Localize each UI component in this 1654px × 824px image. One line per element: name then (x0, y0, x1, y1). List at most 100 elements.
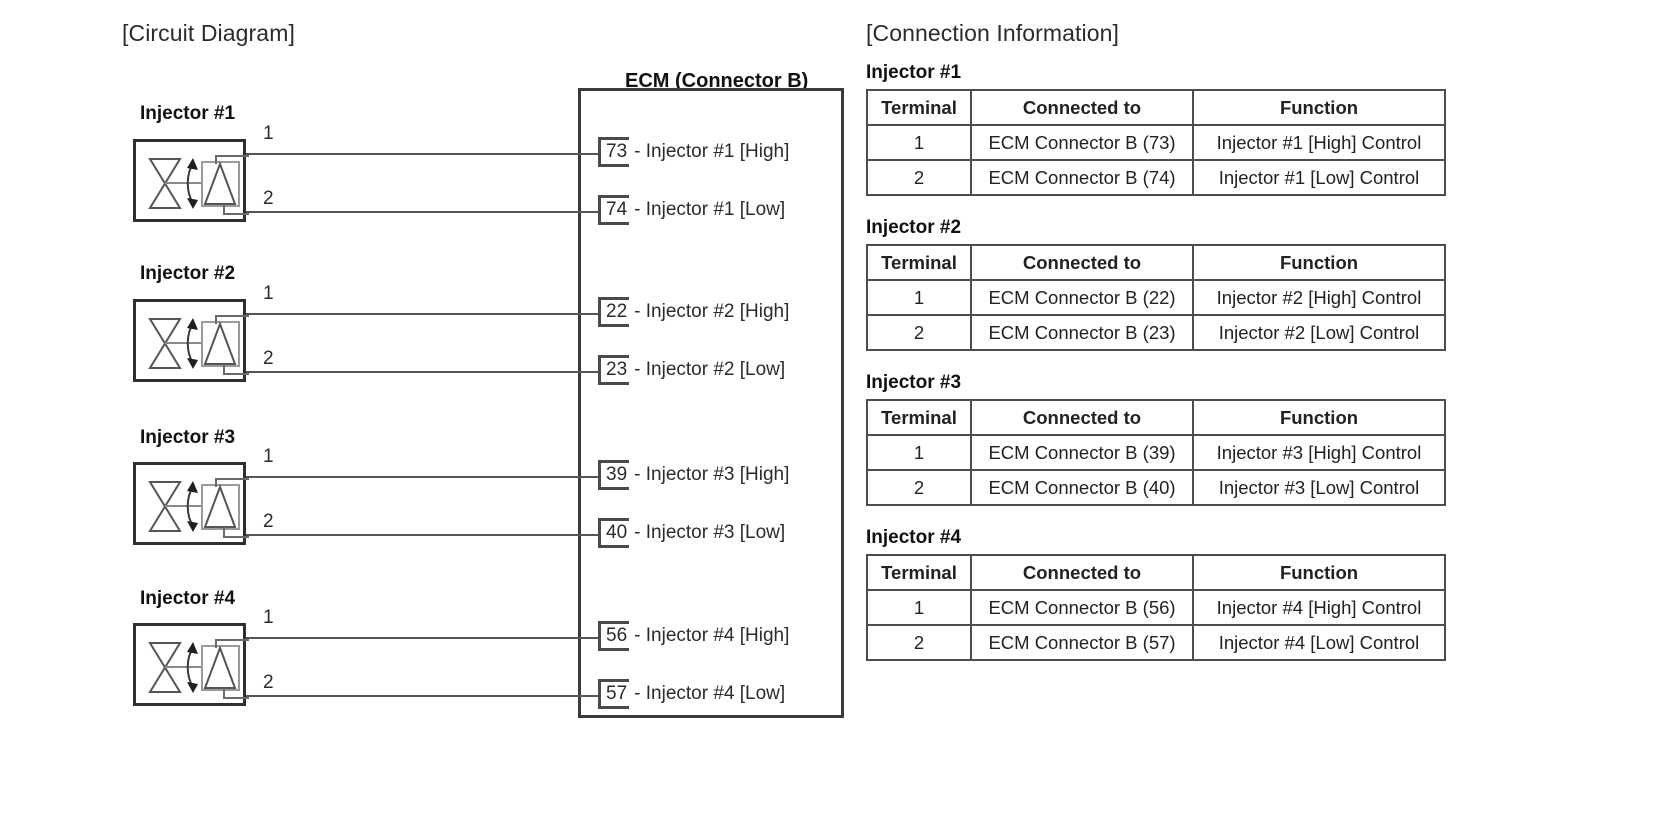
injector-4-box (133, 623, 249, 706)
ecm-pin-23: 23 - Injector #2 [Low] (598, 355, 785, 385)
wire-injector-1-low (246, 211, 598, 213)
cell-terminal: 1 (866, 124, 972, 161)
cell-function: Injector #4 [Low] Control (1192, 624, 1446, 661)
cell-function: Injector #4 [High] Control (1192, 589, 1446, 626)
wire-injector-4-high (246, 637, 598, 639)
column-header-function: Function (1192, 89, 1446, 126)
column-header-function: Function (1192, 399, 1446, 436)
cell-terminal: 2 (866, 159, 972, 196)
injector-3-pin-1-label: 1 (263, 446, 274, 467)
ecm-pin-40-text: - Injector #3 [Low] (634, 522, 786, 543)
cell-function: Injector #1 [Low] Control (1192, 159, 1446, 196)
cell-terminal: 2 (866, 624, 972, 661)
wire-injector-2-low (246, 371, 598, 373)
injector-1-pin-1-label: 1 (263, 123, 274, 144)
ecm-pin-39-text: - Injector #3 [High] (634, 464, 790, 485)
ecm-pin-74: 74 - Injector #1 [Low] (598, 195, 785, 225)
cell-connected-to: ECM Connector B (74) (970, 159, 1194, 196)
connection-information-heading: [Connection Information] (866, 20, 1119, 46)
injector-2-pin-1-label: 1 (263, 283, 274, 304)
ecm-pin-23-number: 23 (598, 355, 630, 385)
connection-table-block-2: Injector #2 Terminal Connected to Functi… (866, 217, 1446, 351)
ecm-pin-73-number: 73 (598, 137, 630, 167)
ecm-pin-22-number: 22 (598, 297, 630, 327)
ecm-pin-73: 73 - Injector #1 [High] (598, 137, 789, 167)
injector-2-box (133, 299, 249, 382)
ecm-pin-57: 57 - Injector #4 [Low] (598, 679, 785, 709)
table-row: 2 ECM Connector B (74) Injector #1 [Low]… (866, 159, 1446, 196)
circuit-diagram-heading: [Circuit Diagram] (122, 20, 295, 46)
injector-2-label: Injector #2 (140, 263, 236, 284)
wire-injector-2-high (246, 313, 598, 315)
connection-table-injector-4: Terminal Connected to Function 1 ECM Con… (866, 554, 1446, 661)
cell-terminal: 1 (866, 279, 972, 316)
circuit-diagram-panel: [Circuit Diagram] ECM (Connector B) Inje… (122, 20, 844, 718)
cell-connected-to: ECM Connector B (57) (970, 624, 1194, 661)
column-header-terminal: Terminal (866, 554, 972, 591)
ecm-pin-74-text: - Injector #1 [Low] (634, 199, 786, 220)
injector-1-symbol (148, 155, 249, 215)
ecm-pin-57-number: 57 (598, 679, 630, 709)
table-header-row: Terminal Connected to Function (866, 554, 1446, 591)
table-row: 2 ECM Connector B (57) Injector #4 [Low]… (866, 624, 1446, 661)
injector-4-label: Injector #4 (140, 588, 236, 609)
injector-2-pin-2-label: 2 (263, 348, 274, 369)
ecm-pin-22: 22 - Injector #2 [High] (598, 297, 789, 327)
injector-3-symbol (148, 478, 249, 538)
wire-injector-4-low (246, 695, 598, 697)
ecm-pin-56-text: - Injector #4 [High] (634, 625, 790, 646)
table-row: 1 ECM Connector B (22) Injector #2 [High… (866, 279, 1446, 316)
injector-3-label: Injector #3 (140, 427, 236, 448)
wire-injector-3-low (246, 534, 598, 536)
injector-1-label: Injector #1 (140, 103, 236, 124)
table-header-row: Terminal Connected to Function (866, 399, 1446, 436)
table-caption-injector-2: Injector #2 (866, 217, 962, 238)
injector-3-box (133, 462, 249, 545)
ecm-pin-73-text: - Injector #1 [High] (634, 141, 790, 162)
cell-terminal: 1 (866, 589, 972, 626)
column-header-function: Function (1192, 554, 1446, 591)
cell-terminal: 1 (866, 434, 972, 471)
cell-function: Injector #2 [High] Control (1192, 279, 1446, 316)
cell-function: Injector #3 [High] Control (1192, 434, 1446, 471)
cell-connected-to: ECM Connector B (40) (970, 469, 1194, 506)
cell-connected-to: ECM Connector B (39) (970, 434, 1194, 471)
column-header-connected-to: Connected to (970, 399, 1194, 436)
injector-3-pin-2-label: 2 (263, 511, 274, 532)
cell-function: Injector #1 [High] Control (1192, 124, 1446, 161)
ecm-pin-23-text: - Injector #2 [Low] (634, 359, 786, 380)
wire-injector-1-high (246, 153, 598, 155)
injector-4-pin-1-label: 1 (263, 607, 274, 628)
connection-table-block-1: Injector #1 Terminal Connected to Functi… (866, 62, 1446, 196)
ecm-pin-57-text: - Injector #4 [Low] (634, 683, 786, 704)
cell-terminal: 2 (866, 469, 972, 506)
table-caption-injector-4: Injector #4 (866, 527, 962, 548)
table-header-row: Terminal Connected to Function (866, 89, 1446, 126)
column-header-connected-to: Connected to (970, 554, 1194, 591)
table-row: 2 ECM Connector B (23) Injector #2 [Low]… (866, 314, 1446, 351)
injector-4-symbol (148, 639, 249, 699)
ecm-pin-40-number: 40 (598, 518, 630, 548)
column-header-terminal: Terminal (866, 399, 972, 436)
column-header-connected-to: Connected to (970, 244, 1194, 281)
ecm-pin-39-number: 39 (598, 460, 630, 490)
ecm-pin-56: 56 - Injector #4 [High] (598, 621, 789, 651)
ecm-pin-22-text: - Injector #2 [High] (634, 301, 790, 322)
table-row: 1 ECM Connector B (73) Injector #1 [High… (866, 124, 1446, 161)
column-header-function: Function (1192, 244, 1446, 281)
connection-table-injector-3: Terminal Connected to Function 1 ECM Con… (866, 399, 1446, 506)
ecm-pin-56-number: 56 (598, 621, 630, 651)
table-caption-injector-1: Injector #1 (866, 62, 962, 83)
column-header-terminal: Terminal (866, 244, 972, 281)
cell-function: Injector #2 [Low] Control (1192, 314, 1446, 351)
table-row: 1 ECM Connector B (39) Injector #3 [High… (866, 434, 1446, 471)
injector-2-symbol (148, 315, 249, 375)
ecm-connector-title: ECM (Connector B) (625, 70, 809, 92)
table-row: 2 ECM Connector B (40) Injector #3 [Low]… (866, 469, 1446, 506)
wire-injector-3-high (246, 476, 598, 478)
cell-connected-to: ECM Connector B (56) (970, 589, 1194, 626)
cell-connected-to: ECM Connector B (73) (970, 124, 1194, 161)
cell-connected-to: ECM Connector B (23) (970, 314, 1194, 351)
cell-terminal: 2 (866, 314, 972, 351)
cell-connected-to: ECM Connector B (22) (970, 279, 1194, 316)
